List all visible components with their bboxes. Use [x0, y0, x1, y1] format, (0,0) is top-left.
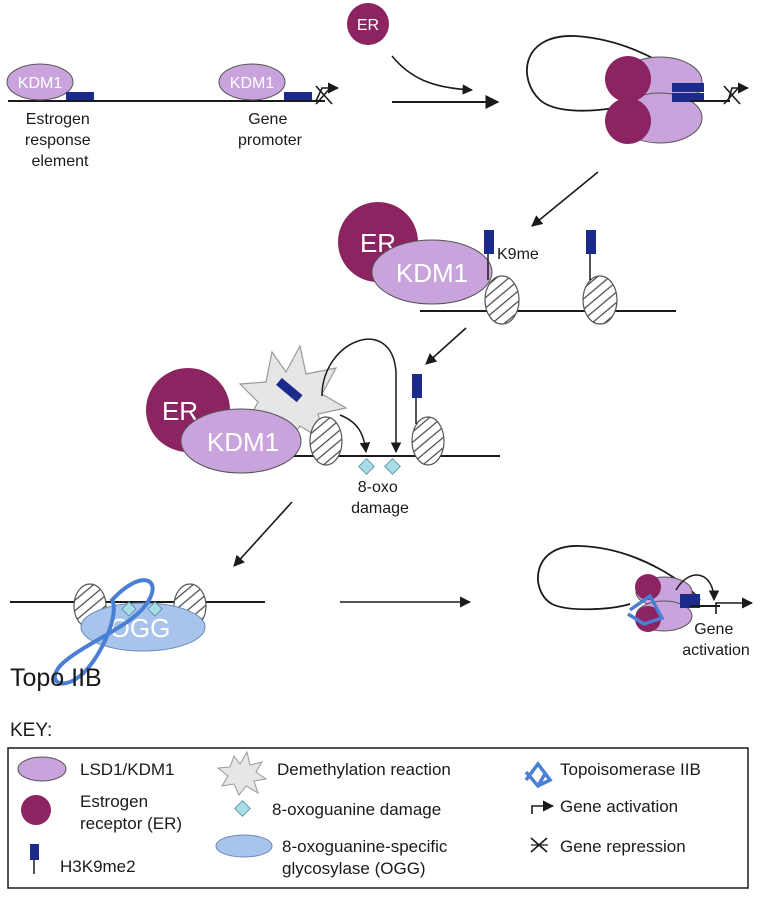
activation-arrow-icon	[531, 800, 555, 814]
panel-1: KDM1 KDM1 Estrogen response element Gene…	[6, 3, 750, 170]
topoisomerase-icon	[627, 593, 665, 626]
h3k9me2-flag-icon	[30, 844, 39, 860]
kdm1-label: KDM1	[396, 258, 468, 288]
panel-3: ER KDM1 8-oxo damage	[146, 338, 500, 517]
h3k9me2-mark	[672, 93, 704, 102]
damage-label: 8-oxo damage	[351, 479, 409, 517]
damage-diamond	[358, 458, 375, 475]
damage-diamond	[384, 458, 401, 475]
nucleosome	[484, 275, 520, 325]
er-label: ER	[162, 396, 198, 426]
key-item-label: 8-oxoguanine-specific glycosylase (OGG)	[282, 837, 452, 878]
damage-arrow	[321, 338, 402, 454]
key-box	[7, 747, 749, 889]
h3k9me2-mark	[586, 230, 596, 254]
h3k9me2-mark	[412, 374, 422, 398]
nucleosome	[582, 275, 618, 325]
promoter-label: Gene promoter	[238, 111, 303, 149]
repression-cross-icon	[727, 82, 750, 102]
h3k9me2-mark	[672, 83, 704, 92]
er-circle-icon	[21, 795, 51, 825]
damage-diamond	[121, 601, 137, 617]
repression-cross-icon	[723, 85, 741, 105]
damage-arrow	[339, 414, 371, 454]
damage-diamond	[147, 601, 163, 617]
topoisomerase-icon	[524, 761, 553, 789]
repression-cross-icon	[315, 82, 340, 102]
h3k9me2-mark	[66, 92, 94, 100]
kdm1-label: KDM1	[230, 75, 275, 92]
key-item-label: Gene activation	[560, 797, 678, 816]
panel-2: ER KDM1 K9me	[338, 202, 676, 325]
er-label: ER	[357, 17, 379, 34]
kdm1-protein	[218, 63, 286, 101]
activation-label: Gene activation	[682, 621, 750, 659]
er-protein	[605, 56, 651, 102]
h3k9me2-mark	[284, 92, 312, 100]
key-item-label: H3K9me2	[60, 857, 136, 876]
h3k9me2-mark	[680, 594, 700, 608]
key: KEY: LSD1/KDM1 Estrogen receptor (ER) H3…	[7, 720, 749, 889]
process-arrow	[531, 171, 599, 227]
kdm1-protein	[6, 63, 74, 101]
key-item-label: Gene repression	[560, 837, 686, 856]
key-item-label: Demethylation reaction	[277, 760, 451, 779]
kdm1-protein	[180, 408, 302, 474]
nucleosome	[309, 416, 343, 466]
er-protein	[347, 3, 389, 45]
key-item-label: Topoisomerase IIB	[560, 760, 701, 779]
key-title: KEY:	[10, 720, 52, 741]
topoisomerase-icon	[52, 578, 155, 686]
process-arrow	[425, 327, 467, 365]
activation-feedback-arrow	[675, 574, 720, 602]
k9me-label: K9me	[497, 246, 539, 263]
key-item-label: Estrogen receptor (ER)	[80, 792, 182, 833]
repression-cross-icon	[315, 85, 333, 105]
kdm1-label: KDM1	[18, 75, 63, 92]
er-protein	[635, 606, 661, 632]
ogg-ellipse-icon	[215, 834, 273, 858]
key-item-label: 8-oxoguanine damage	[272, 800, 441, 819]
er-protein	[605, 98, 651, 144]
dna-loop	[537, 545, 701, 611]
kdm1-ellipse-icon	[17, 756, 67, 782]
nucleosome	[411, 416, 445, 466]
ere-label: Estrogen response element	[25, 111, 95, 170]
demethylation-star-icon	[216, 750, 268, 796]
panel-4: OGG Topo IIB Gene activation	[10, 545, 754, 692]
process-arrow	[233, 501, 293, 567]
damage-diamond-icon	[234, 800, 251, 817]
kdm1-label: KDM1	[207, 427, 279, 457]
activation-arrow-icon	[715, 597, 754, 614]
h3k9me2-mark	[484, 230, 494, 254]
h3k9me2-mark	[276, 377, 303, 403]
binding-arrow	[391, 55, 474, 95]
topo-label: Topo IIB	[10, 664, 102, 692]
kdm1-protein	[371, 239, 493, 305]
key-item-label: LSD1/KDM1	[80, 760, 174, 779]
er-protein	[635, 574, 661, 600]
